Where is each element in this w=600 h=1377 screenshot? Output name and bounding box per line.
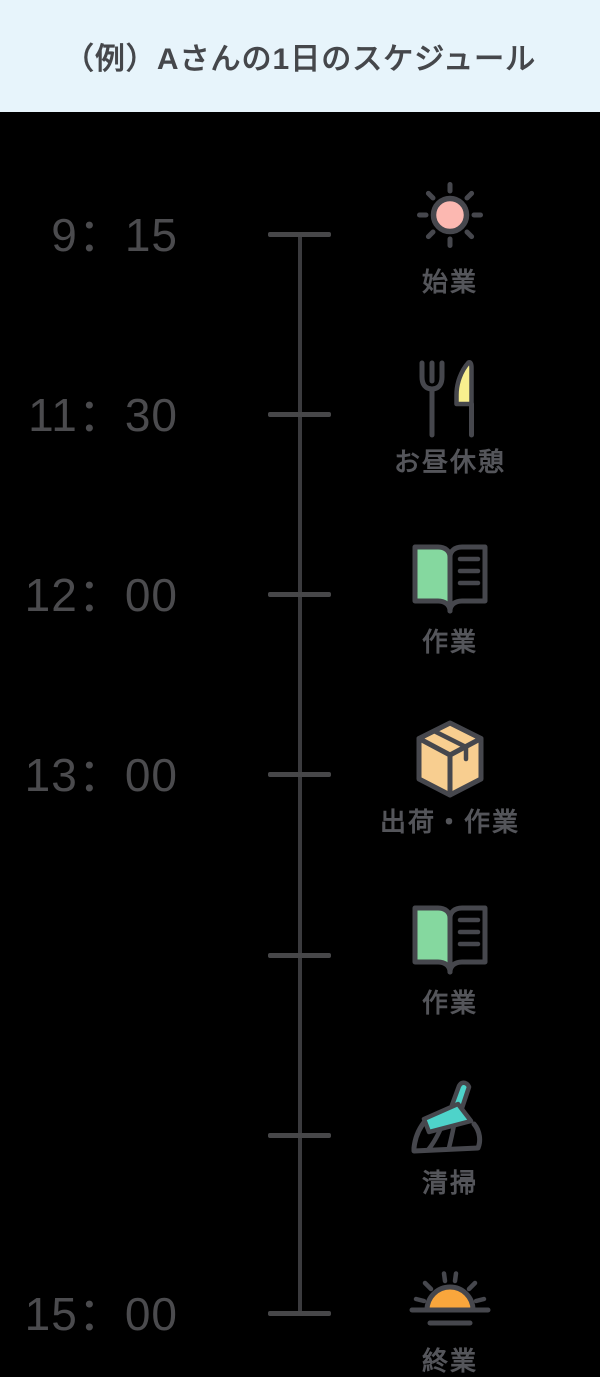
sunset-icon bbox=[405, 1258, 495, 1338]
open-book-icon bbox=[405, 539, 495, 619]
time-label bbox=[0, 926, 178, 986]
time-label: 12：00 bbox=[24, 569, 178, 621]
timeline-tick bbox=[268, 1311, 331, 1316]
activity-label: 出荷・作業 bbox=[379, 807, 520, 837]
sun-icon bbox=[405, 179, 495, 259]
header: （例）Aさんの1日のスケジュール bbox=[0, 0, 600, 112]
timeline-tick bbox=[268, 772, 331, 777]
broom-icon bbox=[405, 1080, 495, 1160]
timeline-tick bbox=[268, 412, 331, 417]
activity-label: 始業 bbox=[421, 267, 478, 297]
activity-label: 終業 bbox=[421, 1346, 478, 1376]
timeline-tick bbox=[268, 592, 331, 597]
time-label bbox=[0, 1106, 178, 1166]
time-label: 9：15 bbox=[51, 209, 178, 261]
activity-label: 作業 bbox=[421, 627, 478, 657]
activity-label: 清掃 bbox=[421, 1168, 478, 1198]
fork-knife-icon bbox=[405, 359, 495, 439]
timeline-tick bbox=[268, 1133, 331, 1138]
activity-label: 作業 bbox=[421, 988, 478, 1018]
time-label: 13：00 bbox=[24, 749, 178, 801]
timeline-tick bbox=[268, 953, 331, 958]
timeline-tick bbox=[268, 232, 331, 237]
time-label: 15：00 bbox=[24, 1288, 178, 1340]
open-book-icon bbox=[405, 900, 495, 980]
package-box-icon bbox=[405, 719, 495, 799]
activity-label: お昼休憩 bbox=[393, 447, 506, 477]
page-title: （例）Aさんの1日のスケジュール bbox=[63, 43, 537, 76]
time-label: 11：30 bbox=[28, 389, 178, 441]
